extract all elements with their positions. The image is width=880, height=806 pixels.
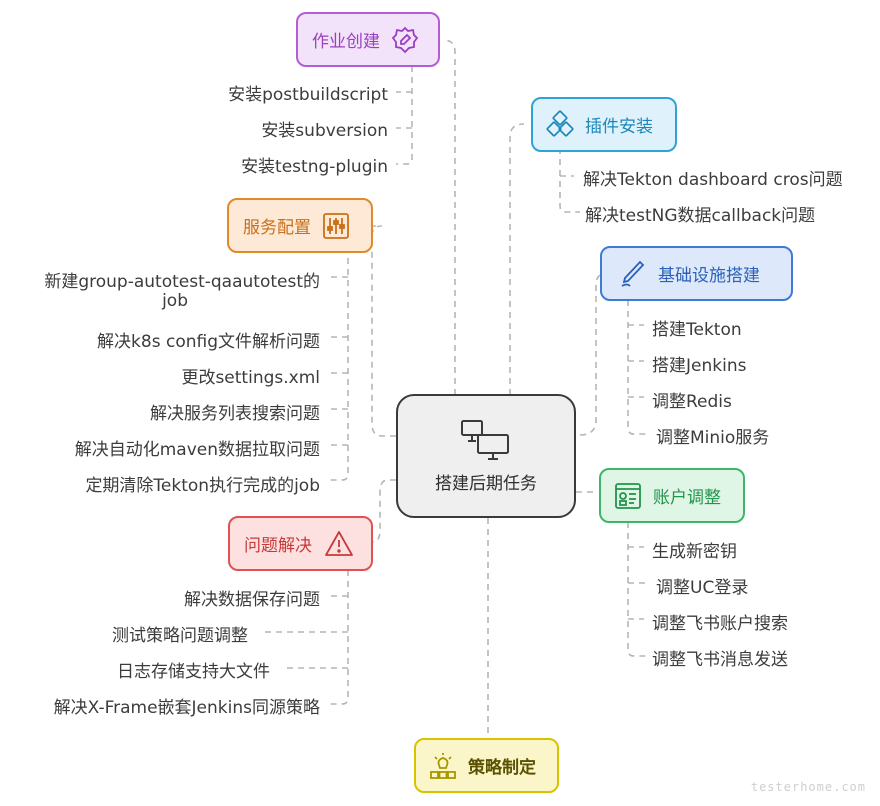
cubes-icon — [545, 109, 575, 140]
leaf-fuwu-1: 新建group-autotest-qaautotest的 — [44, 272, 320, 292]
lightbulb-icon — [428, 751, 458, 781]
branch-chajian-label: 插件安装 — [585, 117, 653, 137]
branch-zuoye[interactable]: 作业创建 — [296, 12, 440, 67]
leaf-chajian-2: 解决testNG数据callback问题 — [585, 206, 816, 226]
leaf-fuwu-3: 更改settings.xml — [181, 368, 320, 388]
branch-zuoye-label: 作业创建 — [312, 32, 380, 52]
leaf-fuwu-4: 解决服务列表搜索问题 — [150, 404, 320, 424]
pen-icon — [618, 259, 646, 289]
branch-wenti-label: 问题解决 — [244, 536, 312, 556]
leaf-wenti-3: 日志存储支持大文件 — [117, 662, 270, 682]
branch-jichu[interactable]: 基础设施搭建 — [600, 246, 793, 301]
branch-wenti[interactable]: 问题解决 — [228, 516, 373, 571]
leaf-fuwu-2: 解决k8s config文件解析问题 — [97, 332, 320, 352]
branch-celue-label: 策略制定 — [468, 758, 536, 778]
branch-celue[interactable]: 策略制定 — [414, 738, 559, 793]
branch-zhanghu[interactable]: 账户调整 — [599, 468, 745, 523]
branch-fuwu-label: 服务配置 — [243, 218, 311, 238]
center-node[interactable]: 搭建后期任务 — [396, 394, 576, 518]
leaf-zuoye-3: 安装testng-plugin — [241, 157, 388, 177]
sliders-icon — [321, 211, 351, 241]
leaf-fuwu-1b: job — [162, 291, 188, 311]
monitors-icon — [460, 419, 512, 461]
warning-icon — [324, 530, 354, 558]
center-label: 搭建后期任务 — [435, 473, 537, 494]
leaf-zhanghu-4: 调整飞书消息发送 — [652, 650, 788, 670]
gear-pencil-icon — [390, 25, 420, 55]
leaf-zhanghu-3: 调整飞书账户搜索 — [652, 614, 788, 634]
branch-jichu-label: 基础设施搭建 — [658, 266, 760, 286]
leaf-fuwu-6: 定期清除Tekton执行完成的job — [85, 476, 320, 496]
leaf-wenti-1: 解决数据保存问题 — [184, 590, 320, 610]
leaf-chajian-1: 解决Tekton dashboard cros问题 — [583, 170, 843, 190]
leaf-jichu-1: 搭建Tekton — [652, 320, 742, 340]
branch-chajian[interactable]: 插件安装 — [531, 97, 677, 152]
leaf-fuwu-5: 解决自动化maven数据拉取问题 — [74, 440, 320, 460]
leaf-jichu-2: 搭建Jenkins — [652, 356, 747, 376]
leaf-wenti-2: 测试策略问题调整 — [112, 626, 248, 646]
branch-fuwu[interactable]: 服务配置 — [227, 198, 373, 253]
dashboard-icon — [613, 481, 643, 511]
leaf-jichu-4: 调整Minio服务 — [656, 428, 770, 448]
leaf-zhanghu-1: 生成新密钥 — [652, 542, 737, 562]
leaf-wenti-4: 解决X-Frame嵌套Jenkins同源策略 — [53, 698, 320, 718]
leaf-jichu-3: 调整Redis — [652, 392, 732, 412]
leaf-zuoye-1: 安装postbuildscript — [228, 85, 388, 105]
branch-zhanghu-label: 账户调整 — [653, 488, 721, 508]
leaf-zuoye-2: 安装subversion — [261, 121, 388, 141]
watermark: testerhome.com — [750, 780, 866, 794]
leaf-zhanghu-2: 调整UC登录 — [656, 578, 749, 598]
